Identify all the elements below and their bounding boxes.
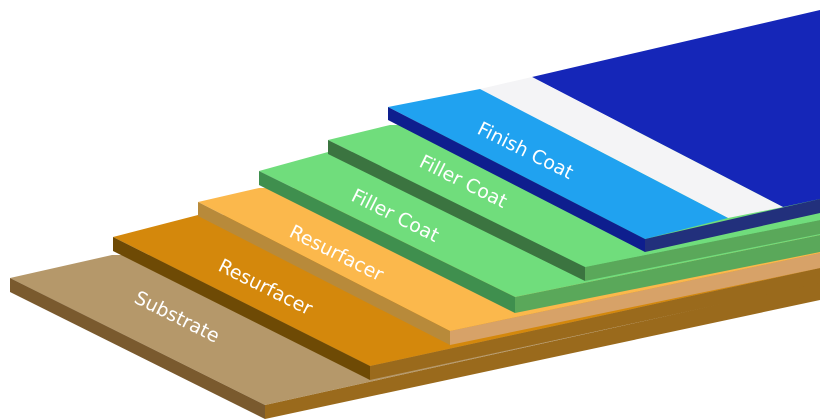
filler-coat-1-right-face [515, 235, 820, 313]
filler-coat-2-front-face [328, 140, 585, 281]
resurfacer-2-right-face [450, 253, 820, 345]
resurfacer-1-front-face [113, 237, 370, 380]
resurfacer-1-right-face [370, 268, 820, 380]
substrate-front-face [10, 278, 265, 419]
finish-coat-base-surface [532, 10, 820, 207]
finish-coat-right-face [645, 199, 820, 252]
finish-coat-top-face [388, 89, 728, 239]
finish-coat-front-face [388, 107, 645, 252]
finish-coat-highlight-strip [480, 77, 783, 218]
filler-coat-1-front-face [259, 171, 515, 313]
filler-coat-2-right-face [585, 220, 820, 281]
layer-finish-coat: Finish Coat [388, 10, 820, 252]
substrate-right-face [265, 282, 820, 419]
resurfacer-2-front-face [198, 202, 450, 345]
